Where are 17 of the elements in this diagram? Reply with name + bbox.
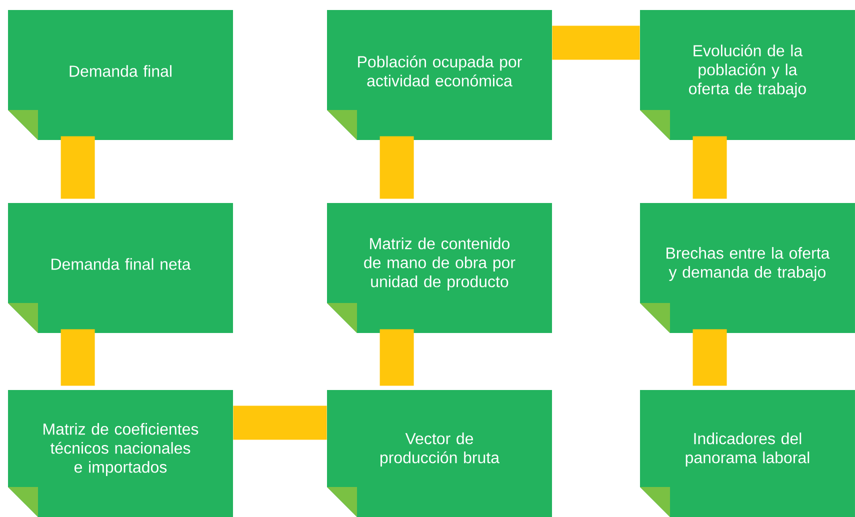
note-box: Evolución de la población y la oferta de trabajo: [640, 10, 855, 140]
note-box: Población ocupada por actividad económica: [327, 10, 552, 140]
note-box: Vector de producción bruta: [327, 390, 552, 517]
connector-bar: [60, 329, 95, 386]
note-box: Demanda final: [8, 10, 233, 140]
connector-bar: [233, 406, 327, 440]
connector-bar: [380, 136, 414, 199]
connector-bar: [380, 329, 414, 386]
note-box: Demanda final neta: [8, 203, 233, 333]
note-box: Matriz de contenido de mano de obra por unidad de producto: [327, 203, 552, 333]
note-box: Brechas entre la oferta y demanda de trabajo: [640, 203, 855, 333]
connector-bar: [552, 26, 640, 60]
note-box: Indicadores del panorama laboral: [640, 390, 855, 517]
note-box: Matriz de coeficientes técnicos nacionales e importados: [8, 390, 233, 517]
connector-bar: [60, 136, 95, 199]
connector-bar: [692, 329, 727, 386]
connector-bar: [692, 136, 727, 199]
